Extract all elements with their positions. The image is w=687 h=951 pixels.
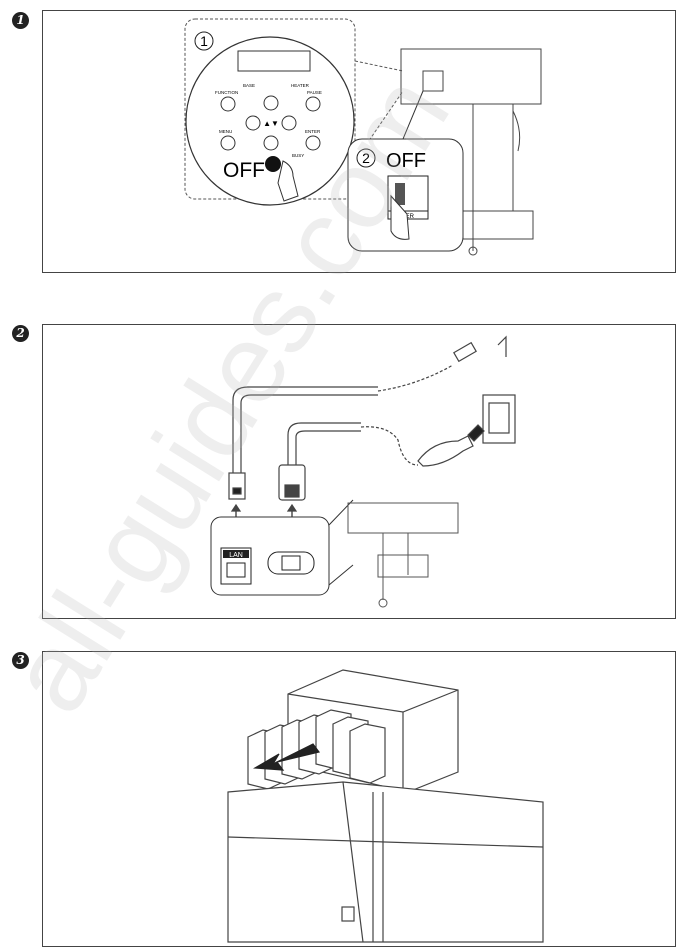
printer-side-illustration xyxy=(400,48,542,256)
finger-press-icon xyxy=(277,160,299,202)
callout-2-number: 2 xyxy=(362,150,370,166)
off-switch-label: OFF xyxy=(386,150,426,172)
function-label: FUNCTION xyxy=(215,90,238,95)
control-panel-callout: 1 ▲▼ BASE HEATER FUNCTION PAUSE MENU ENT… xyxy=(184,18,404,206)
off-panel-label: OFF xyxy=(223,159,265,182)
svg-text:▲▼: ▲▼ xyxy=(263,119,279,128)
step-3-panel xyxy=(42,651,676,947)
lan-port-label: LAN xyxy=(229,552,243,559)
callout-1-number: 1 xyxy=(200,33,208,49)
pause-label: PAUSE xyxy=(307,90,322,95)
cable-illustration xyxy=(228,335,516,538)
printer-rear-illustration xyxy=(347,502,459,608)
base-label: BASE xyxy=(243,83,255,88)
step-1-panel: 1 ▲▼ BASE HEATER FUNCTION PAUSE MENU ENT… xyxy=(42,10,676,273)
step-1-badge: 1 xyxy=(12,12,29,29)
menu-label: MENU xyxy=(219,129,232,134)
heater-label: HEATER xyxy=(291,83,310,88)
rear-ports-callout: LAN xyxy=(210,499,354,596)
busy-label: BUSY xyxy=(292,153,304,158)
power-switch-callout: 2 OFF WER xyxy=(347,90,464,252)
step-2-panel: LAN xyxy=(42,324,676,619)
enter-label: ENTER xyxy=(305,129,321,134)
ink-cartridge-illustration xyxy=(227,669,544,943)
pull-arrow-icon xyxy=(253,743,321,771)
step-3-badge: 3 xyxy=(12,652,29,669)
finger-switch-icon xyxy=(390,194,410,240)
step-2-badge: 2 xyxy=(12,325,29,342)
power-button-icon xyxy=(265,156,281,172)
